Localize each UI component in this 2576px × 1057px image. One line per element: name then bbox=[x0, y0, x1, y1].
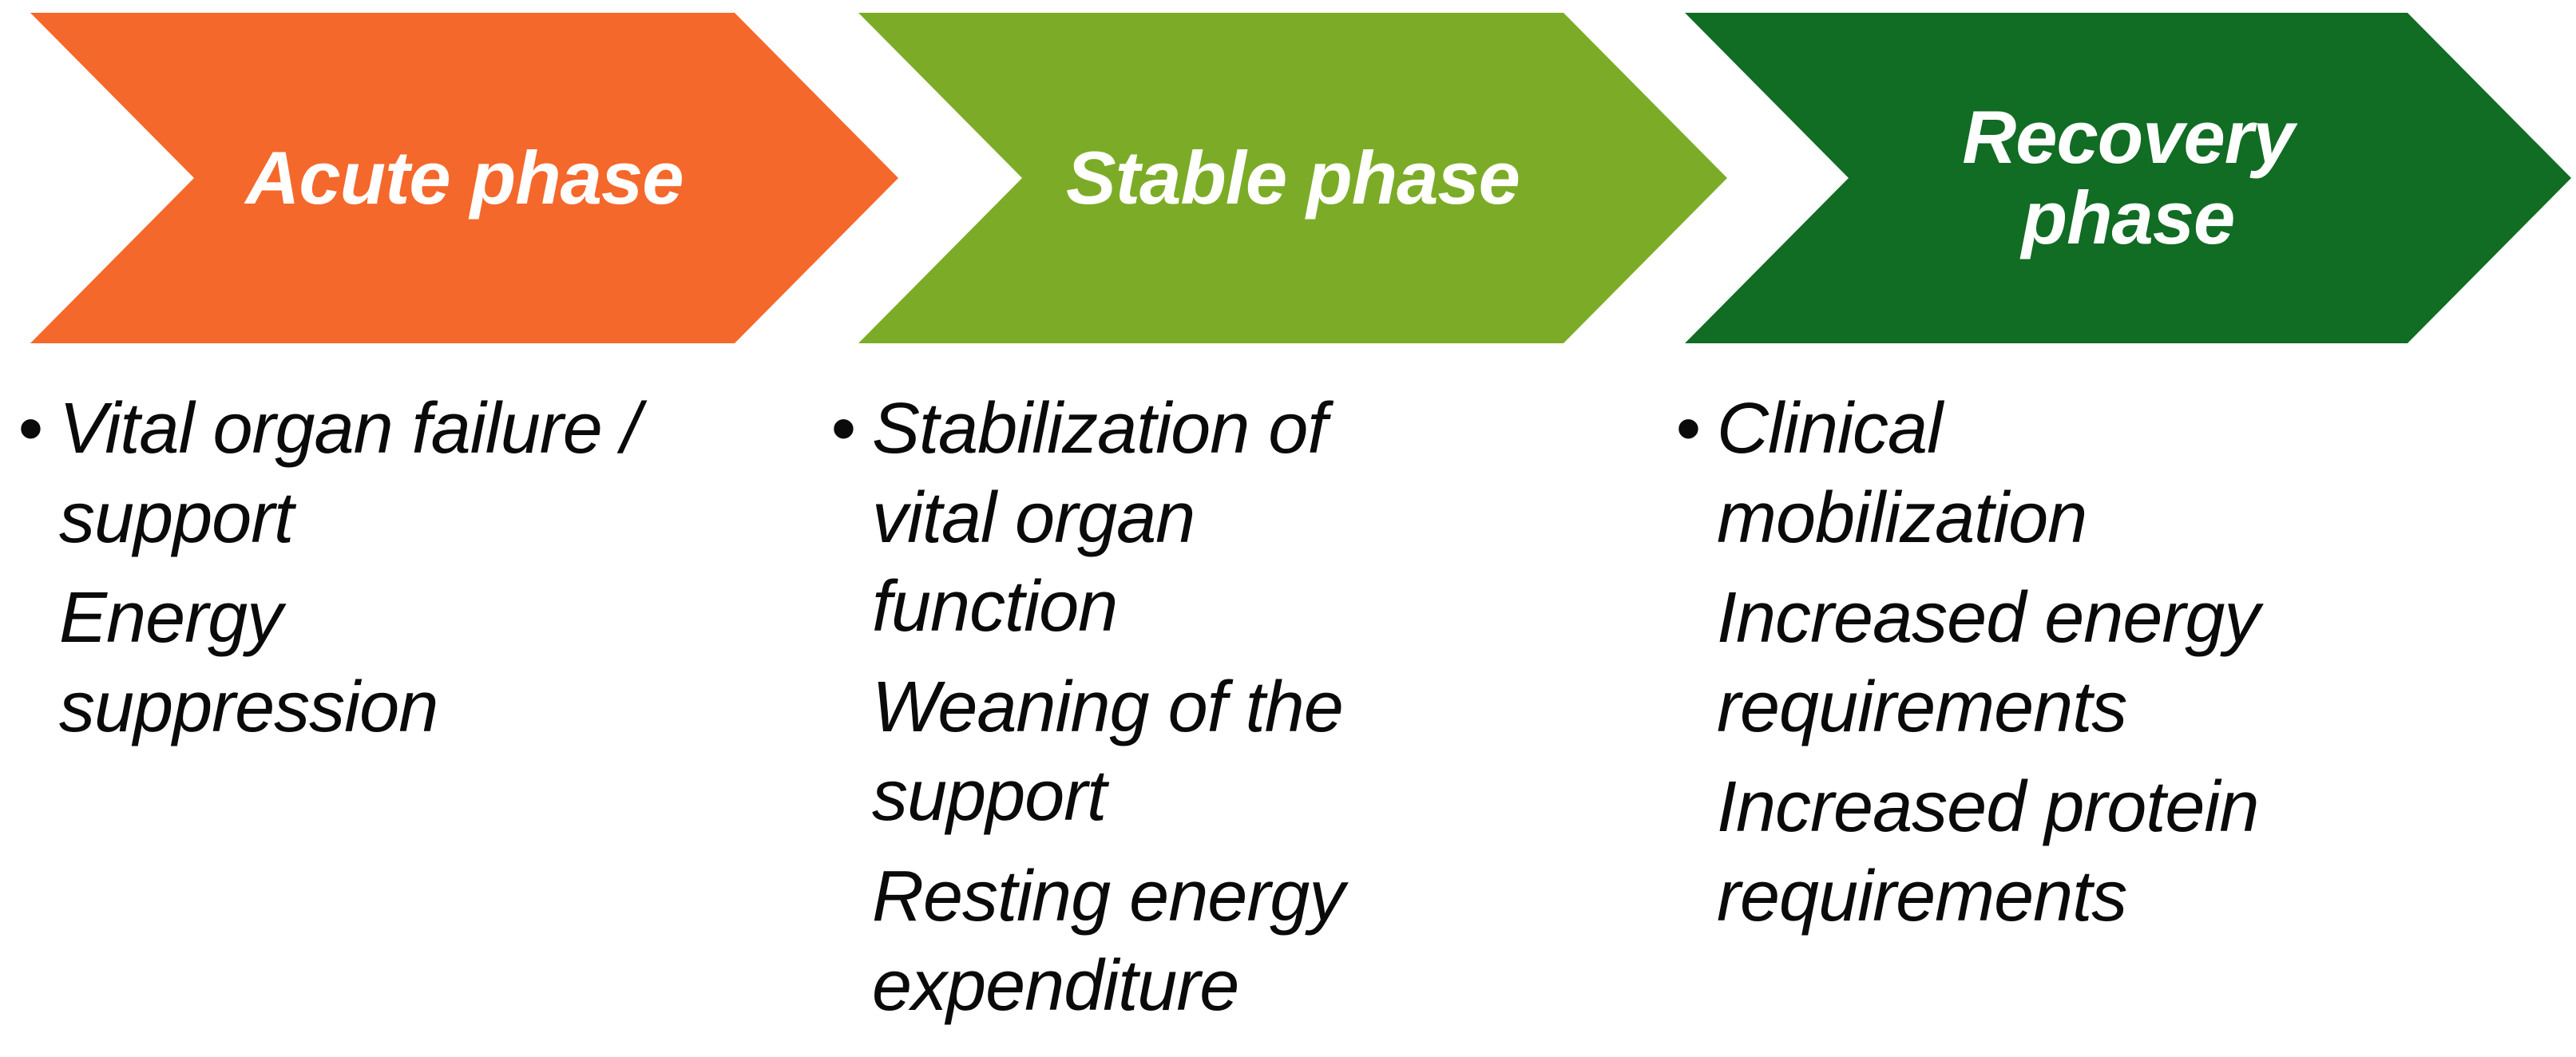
chevron-arrow-recovery-phase: Recovery phase bbox=[1685, 13, 2571, 343]
recovery-phase-title: Recovery phase bbox=[1962, 95, 2294, 259]
bullet-marker: • bbox=[18, 389, 43, 469]
list-item-text: Weaning of the support bbox=[872, 667, 1344, 837]
list-item: • Vital organ failure / support bbox=[18, 385, 820, 563]
list-item: Increased energy requirements bbox=[1675, 574, 2574, 752]
list-item: Increased protein requirements bbox=[1675, 763, 2574, 941]
acute-phase-title: Acute phase bbox=[245, 135, 684, 220]
list-item-text: Energy suppression bbox=[59, 578, 438, 747]
list-item: • Clinical mobilization bbox=[1675, 385, 2574, 563]
list-item-text: Stabilization of vital organ function bbox=[872, 389, 1327, 647]
recovery-phase-bullet-list: • Clinical mobilization Increased energy… bbox=[1675, 385, 2574, 953]
list-item-text: Clinical mobilization bbox=[1717, 389, 2087, 558]
list-item-text: Resting energy expenditure bbox=[872, 856, 1345, 1026]
bullet-marker: • bbox=[830, 389, 856, 469]
list-item: Energy suppression bbox=[18, 574, 820, 752]
list-item: Resting energy expenditure bbox=[830, 853, 1645, 1031]
list-item: Weaning of the support bbox=[830, 663, 1645, 841]
list-item-text: Vital organ failure / support bbox=[59, 389, 641, 558]
stable-phase-bullet-list: • Stabilization of vital organ function … bbox=[830, 385, 1645, 1042]
list-item-text: Increased protein requirements bbox=[1717, 767, 2259, 936]
list-item: • Stabilization of vital organ function bbox=[830, 385, 1645, 652]
chevron-arrow-acute-phase: Acute phase bbox=[30, 13, 898, 343]
stable-phase-title: Stable phase bbox=[1066, 135, 1520, 220]
acute-phase-bullet-list: • Vital organ failure / support Energy s… bbox=[18, 385, 820, 763]
list-item-text: Increased energy requirements bbox=[1717, 578, 2260, 747]
bullet-marker: • bbox=[1675, 389, 1701, 469]
chevron-arrow-stable-phase: Stable phase bbox=[858, 13, 1727, 343]
